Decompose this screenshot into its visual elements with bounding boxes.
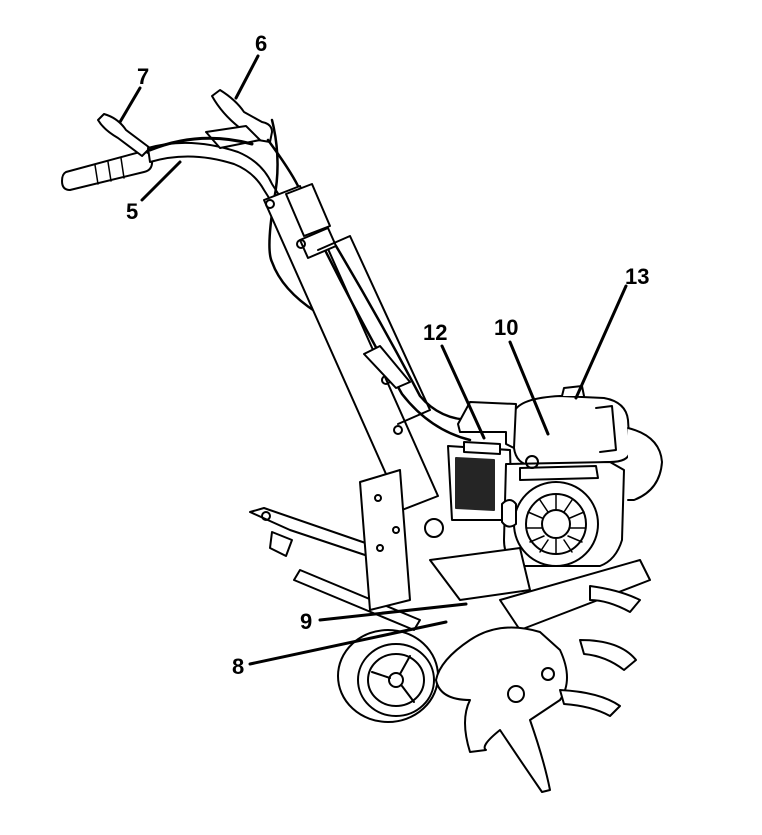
callout-12: 12 <box>423 320 448 345</box>
left-grip <box>61 150 154 191</box>
left-control-lever <box>97 113 151 157</box>
engine <box>447 385 663 567</box>
callout-8: 8 <box>232 654 245 679</box>
frame <box>249 469 651 631</box>
callout-5: 5 <box>126 199 139 224</box>
transport-wheel <box>337 629 439 723</box>
handle-column <box>263 183 474 538</box>
air-cleaner <box>457 401 517 449</box>
tines <box>435 585 641 793</box>
leader-lines <box>118 54 628 666</box>
callout-13: 13 <box>625 264 650 289</box>
callout-9: 9 <box>300 609 313 634</box>
callout-6: 6 <box>255 31 268 56</box>
handlebar <box>61 89 318 314</box>
callout-10: 10 <box>494 315 519 340</box>
right-control-lever <box>211 89 273 143</box>
callout-7: 7 <box>137 64 150 89</box>
